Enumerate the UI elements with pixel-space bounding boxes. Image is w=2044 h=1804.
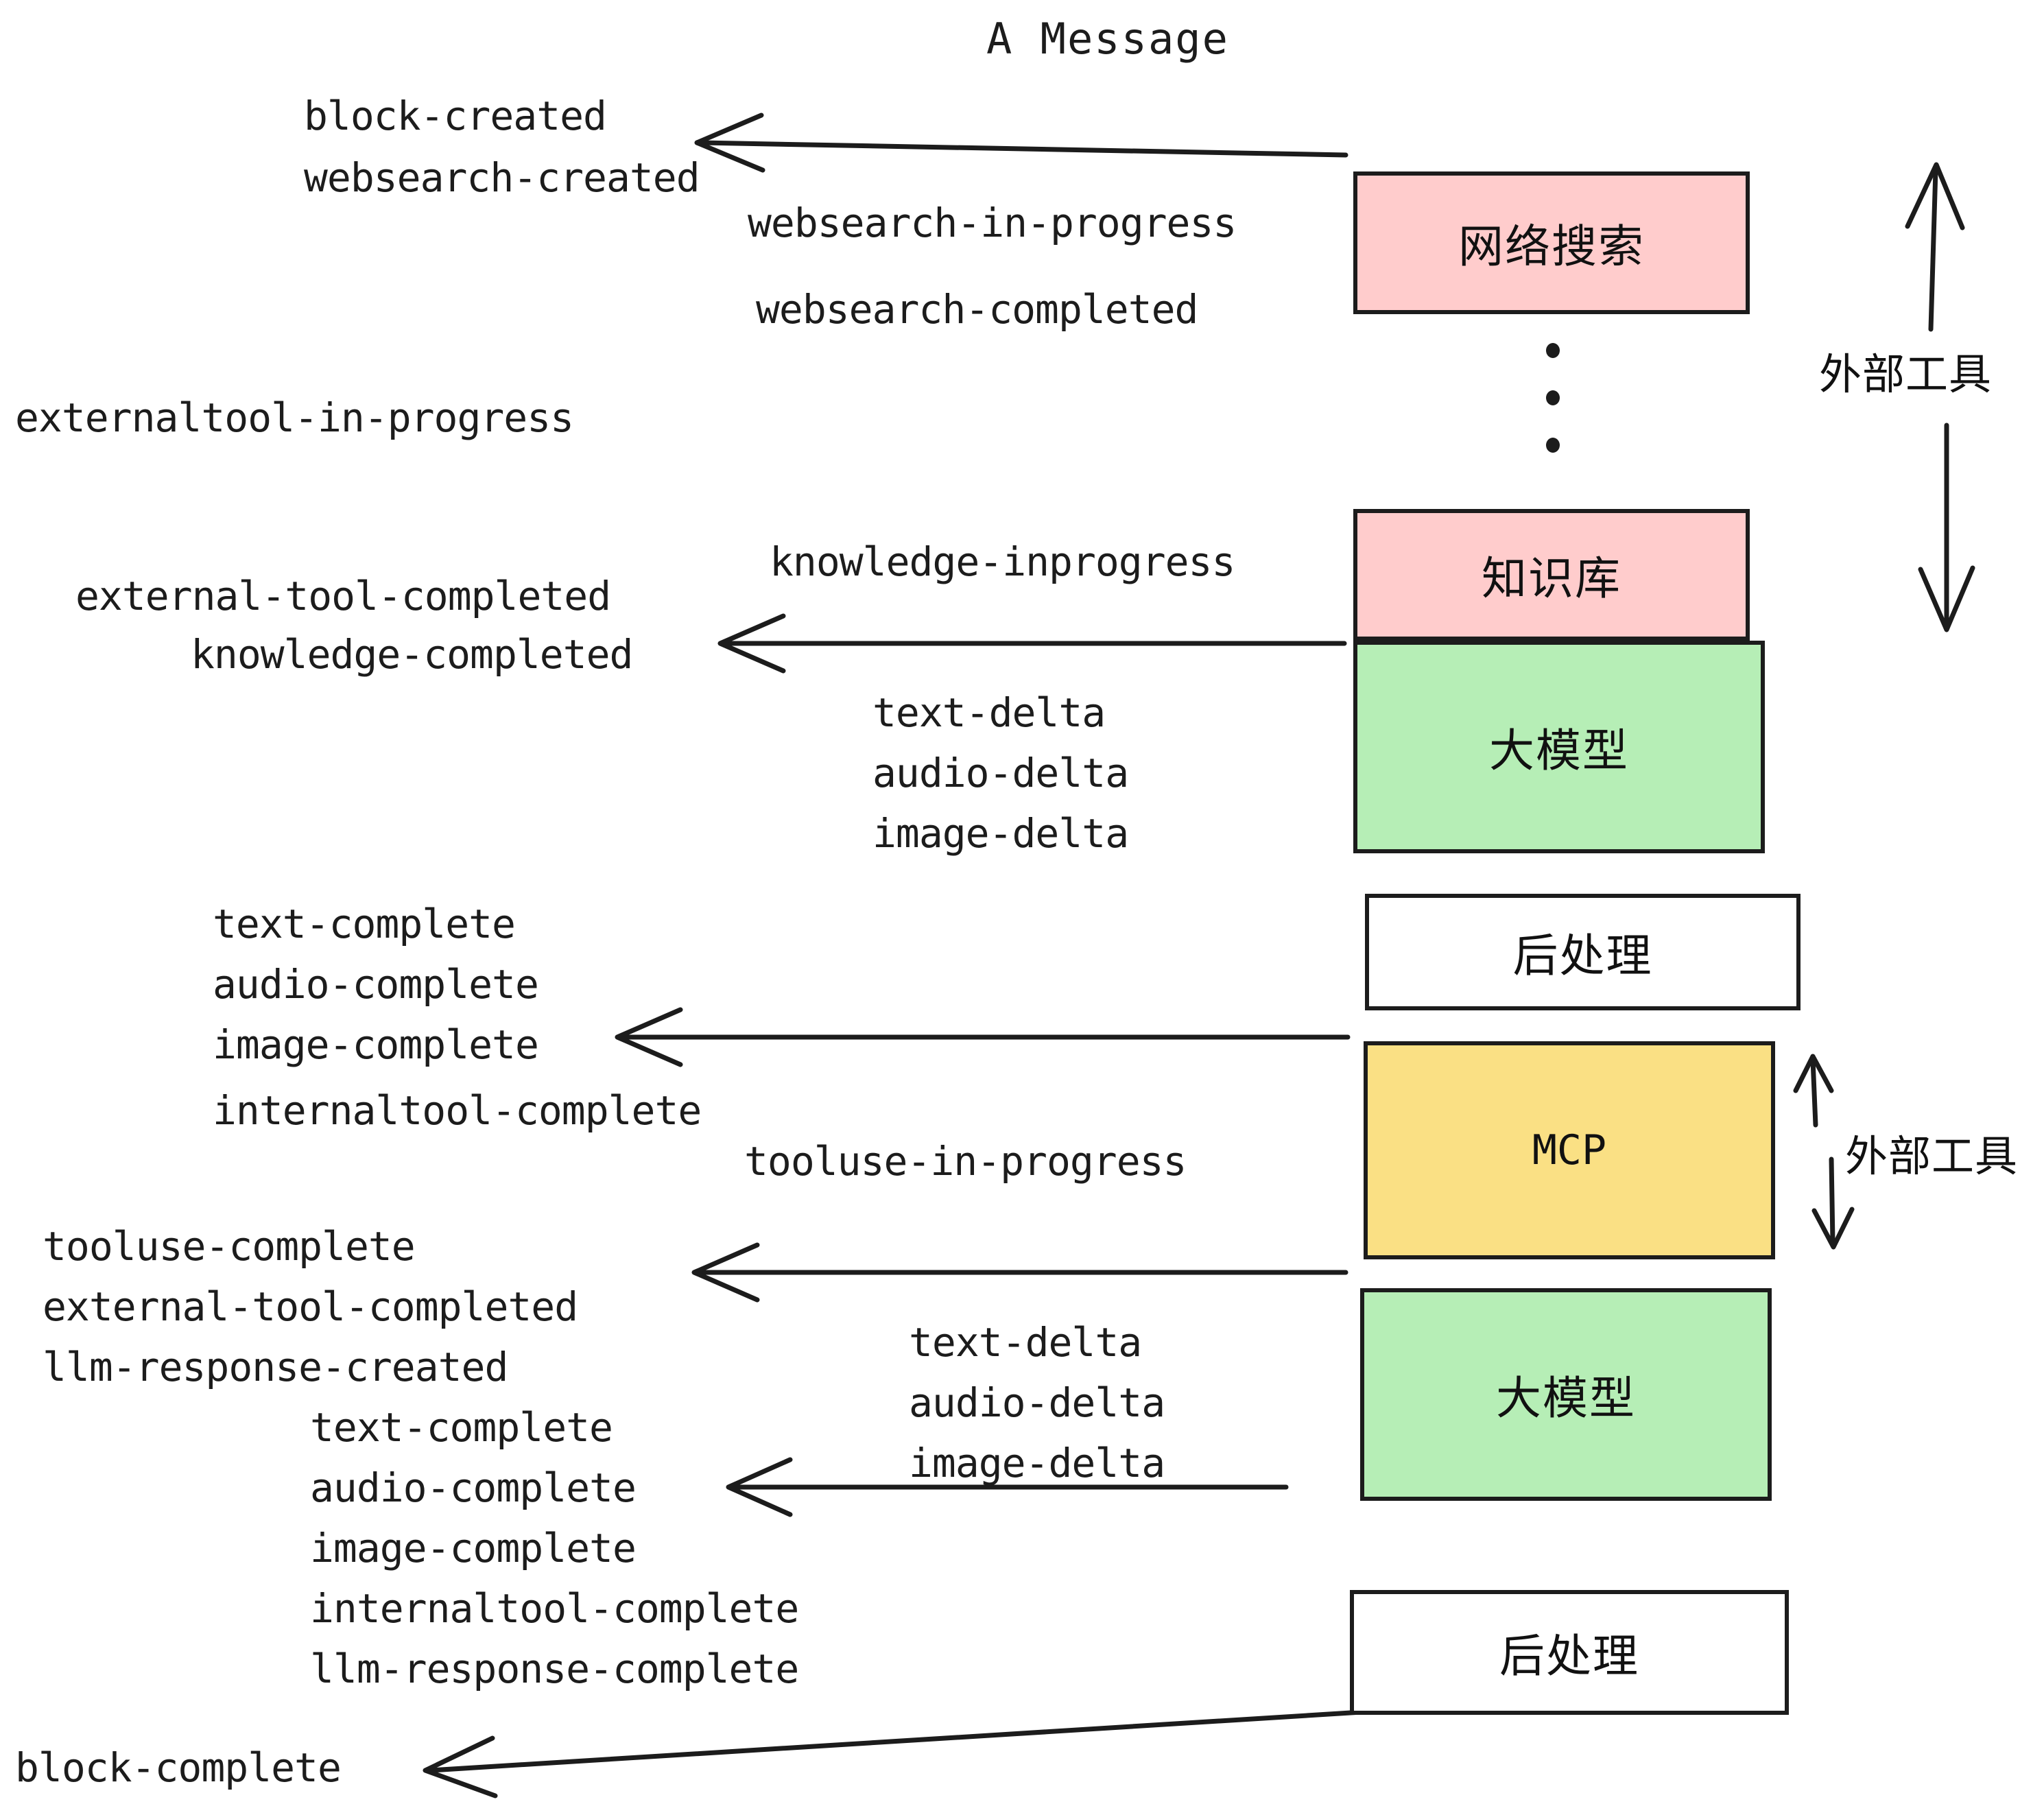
event-audio-delta-1: audio-delta: [872, 750, 1129, 796]
side-label-external-tool-bottom: 外部工具: [1845, 1131, 2019, 1181]
node-llm-top[interactable]: 大模型: [1353, 641, 1765, 853]
event-image-delta-1: image-delta: [872, 810, 1129, 857]
ellipsis-vertical-dots: [1545, 343, 1560, 453]
arrow-external-tool-bottom: [1793, 1054, 1855, 1250]
event-image-complete-2: image-complete: [310, 1525, 637, 1571]
node-postprocess-top-label: 后处理: [1512, 929, 1653, 982]
event-audio-complete-1: audio-complete: [213, 961, 539, 1008]
event-external-tool-completed-2: external-tool-completed: [43, 1283, 578, 1330]
event-knowledge-inprogress: knowledge-inprogress: [770, 538, 1235, 585]
arrow-postprocess-to-image-complete: [615, 1007, 1351, 1067]
dot-2: [1546, 390, 1560, 405]
node-mcp[interactable]: MCP: [1364, 1041, 1775, 1259]
node-websearch[interactable]: 网络搜索: [1353, 171, 1750, 314]
arrow-postprocess-to-block-complete: [423, 1709, 1364, 1799]
page-title: A Message: [986, 14, 1229, 64]
event-llm-response-complete: llm-response-complete: [310, 1646, 799, 1692]
event-llm-response-created: llm-response-created: [43, 1344, 508, 1390]
event-image-complete-1: image-complete: [213, 1021, 539, 1068]
event-block-created: block-created: [304, 93, 607, 139]
node-postprocess-bottom-label: 后处理: [1499, 1630, 1639, 1683]
dot-1: [1546, 343, 1560, 358]
arrow-websearch-to-created: [694, 112, 1348, 173]
event-tooluse-in-progress: tooluse-in-progress: [744, 1138, 1187, 1185]
node-websearch-label: 网络搜索: [1458, 220, 1645, 273]
dot-3: [1546, 438, 1560, 453]
node-llm-bottom[interactable]: 大模型: [1360, 1288, 1772, 1501]
event-text-complete-1: text-complete: [213, 901, 516, 947]
event-externaltool-in-progress: externaltool-in-progress: [15, 394, 574, 441]
event-text-complete-2: text-complete: [310, 1404, 613, 1451]
event-knowledge-completed: knowledge-completed: [191, 631, 633, 678]
node-postprocess-bottom[interactable]: 后处理: [1350, 1590, 1789, 1715]
event-text-delta-2: text-delta: [909, 1319, 1142, 1366]
node-llm-top-label: 大模型: [1489, 724, 1629, 777]
event-tooluse-complete: tooluse-complete: [43, 1223, 416, 1270]
event-audio-complete-2: audio-complete: [310, 1464, 637, 1511]
node-postprocess-top[interactable]: 后处理: [1365, 894, 1801, 1010]
event-external-tool-completed-1: external-tool-completed: [75, 573, 611, 619]
event-block-complete: block-complete: [15, 1744, 342, 1791]
event-audio-delta-2: audio-delta: [909, 1379, 1165, 1426]
event-internaltool-complete-1: internaltool-complete: [213, 1087, 702, 1134]
event-websearch-in-progress: websearch-in-progress: [748, 200, 1237, 246]
event-text-delta-1: text-delta: [872, 689, 1106, 736]
event-websearch-created: websearch-created: [304, 154, 700, 201]
node-mcp-label: MCP: [1532, 1126, 1607, 1174]
node-knowledge-label: 知识库: [1482, 552, 1621, 605]
arrow-mcp-to-tooluse-complete: [691, 1242, 1348, 1303]
event-websearch-completed: websearch-completed: [756, 286, 1198, 333]
node-knowledge[interactable]: 知识库: [1353, 509, 1750, 641]
side-label-external-tool-top: 外部工具: [1819, 349, 1993, 399]
event-image-delta-2: image-delta: [909, 1440, 1165, 1486]
arrow-knowledge-to-completed: [717, 613, 1347, 674]
event-internaltool-complete-2: internaltool-complete: [310, 1585, 799, 1632]
node-llm-bottom-label: 大模型: [1496, 1372, 1636, 1425]
